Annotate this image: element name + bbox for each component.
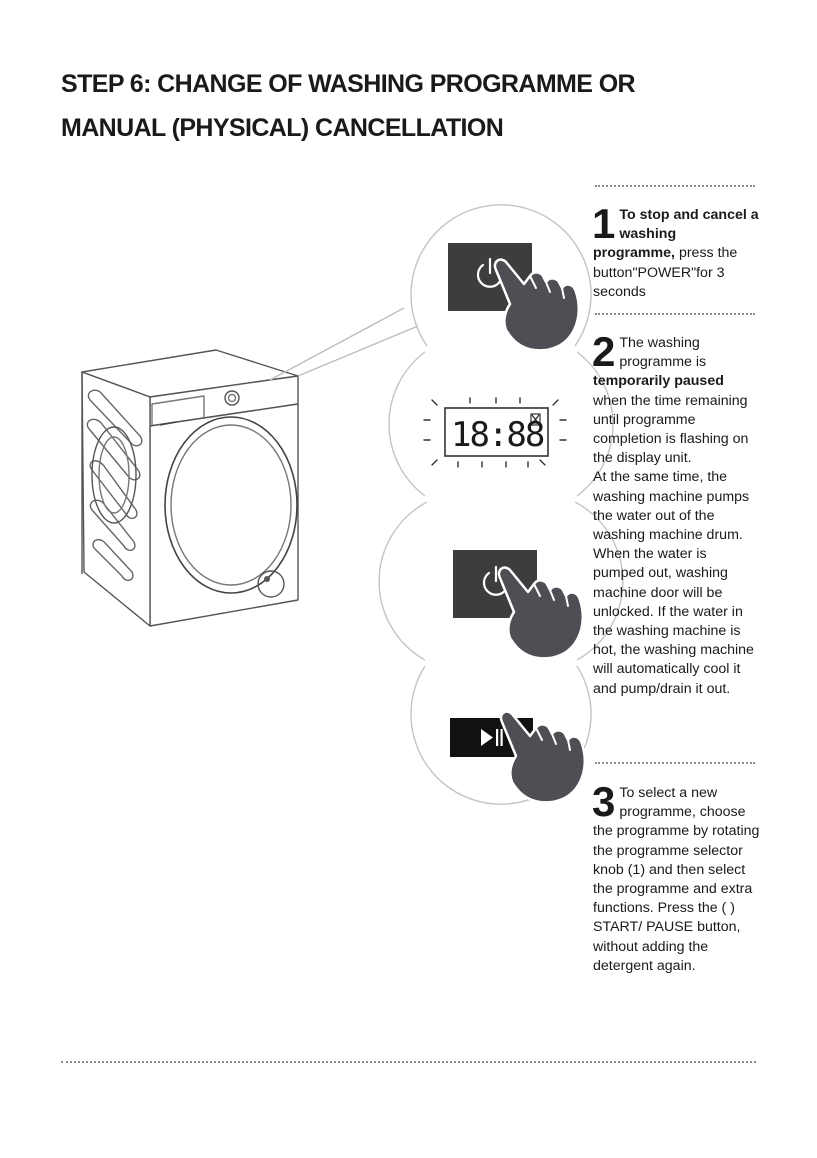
step-text: At the same time, the washing machine pu… [593, 469, 754, 697]
divider [595, 313, 755, 315]
hourglass-icon [530, 413, 541, 426]
play-pause-icon [481, 729, 503, 746]
divider [595, 762, 755, 764]
step-number: 2 [592, 328, 616, 375]
callout-line [269, 307, 405, 381]
divider [595, 185, 755, 187]
start-pause-button-graphic [450, 710, 587, 804]
detail-circles [378, 204, 624, 805]
step-bold-text: temporarily paused [593, 373, 724, 390]
step-text: press the button"POWER"for 3 seconds [593, 245, 738, 300]
flash-ticks [423, 397, 567, 468]
divider [61, 1061, 756, 1063]
callout-line [297, 325, 419, 377]
display-graphic: 18:88 [423, 397, 567, 468]
power-button-graphic-1 [448, 243, 581, 352]
power-button-graphic-2 [453, 550, 585, 660]
page-title: STEP 6: CHANGE OF WASHING PROGRAMME OR M… [61, 62, 761, 150]
step-bold-text: To stop and cancel a washing programme, [593, 207, 759, 262]
step-number: 3 [592, 778, 616, 825]
title-line-1: STEP 6: CHANGE OF WASHING PROGRAMME OR [61, 70, 636, 98]
display-time: 18:88 [451, 415, 544, 455]
washing-machine [81, 349, 299, 627]
step-number: 1 [592, 200, 616, 247]
title-line-2: MANUAL (PHYSICAL) CANCELLATION [61, 114, 504, 142]
step-text: To select a new programme, choose the pr… [593, 785, 760, 974]
step-text: The washing programme is [619, 335, 707, 371]
step-text: when the time remaining until programme … [593, 392, 749, 467]
